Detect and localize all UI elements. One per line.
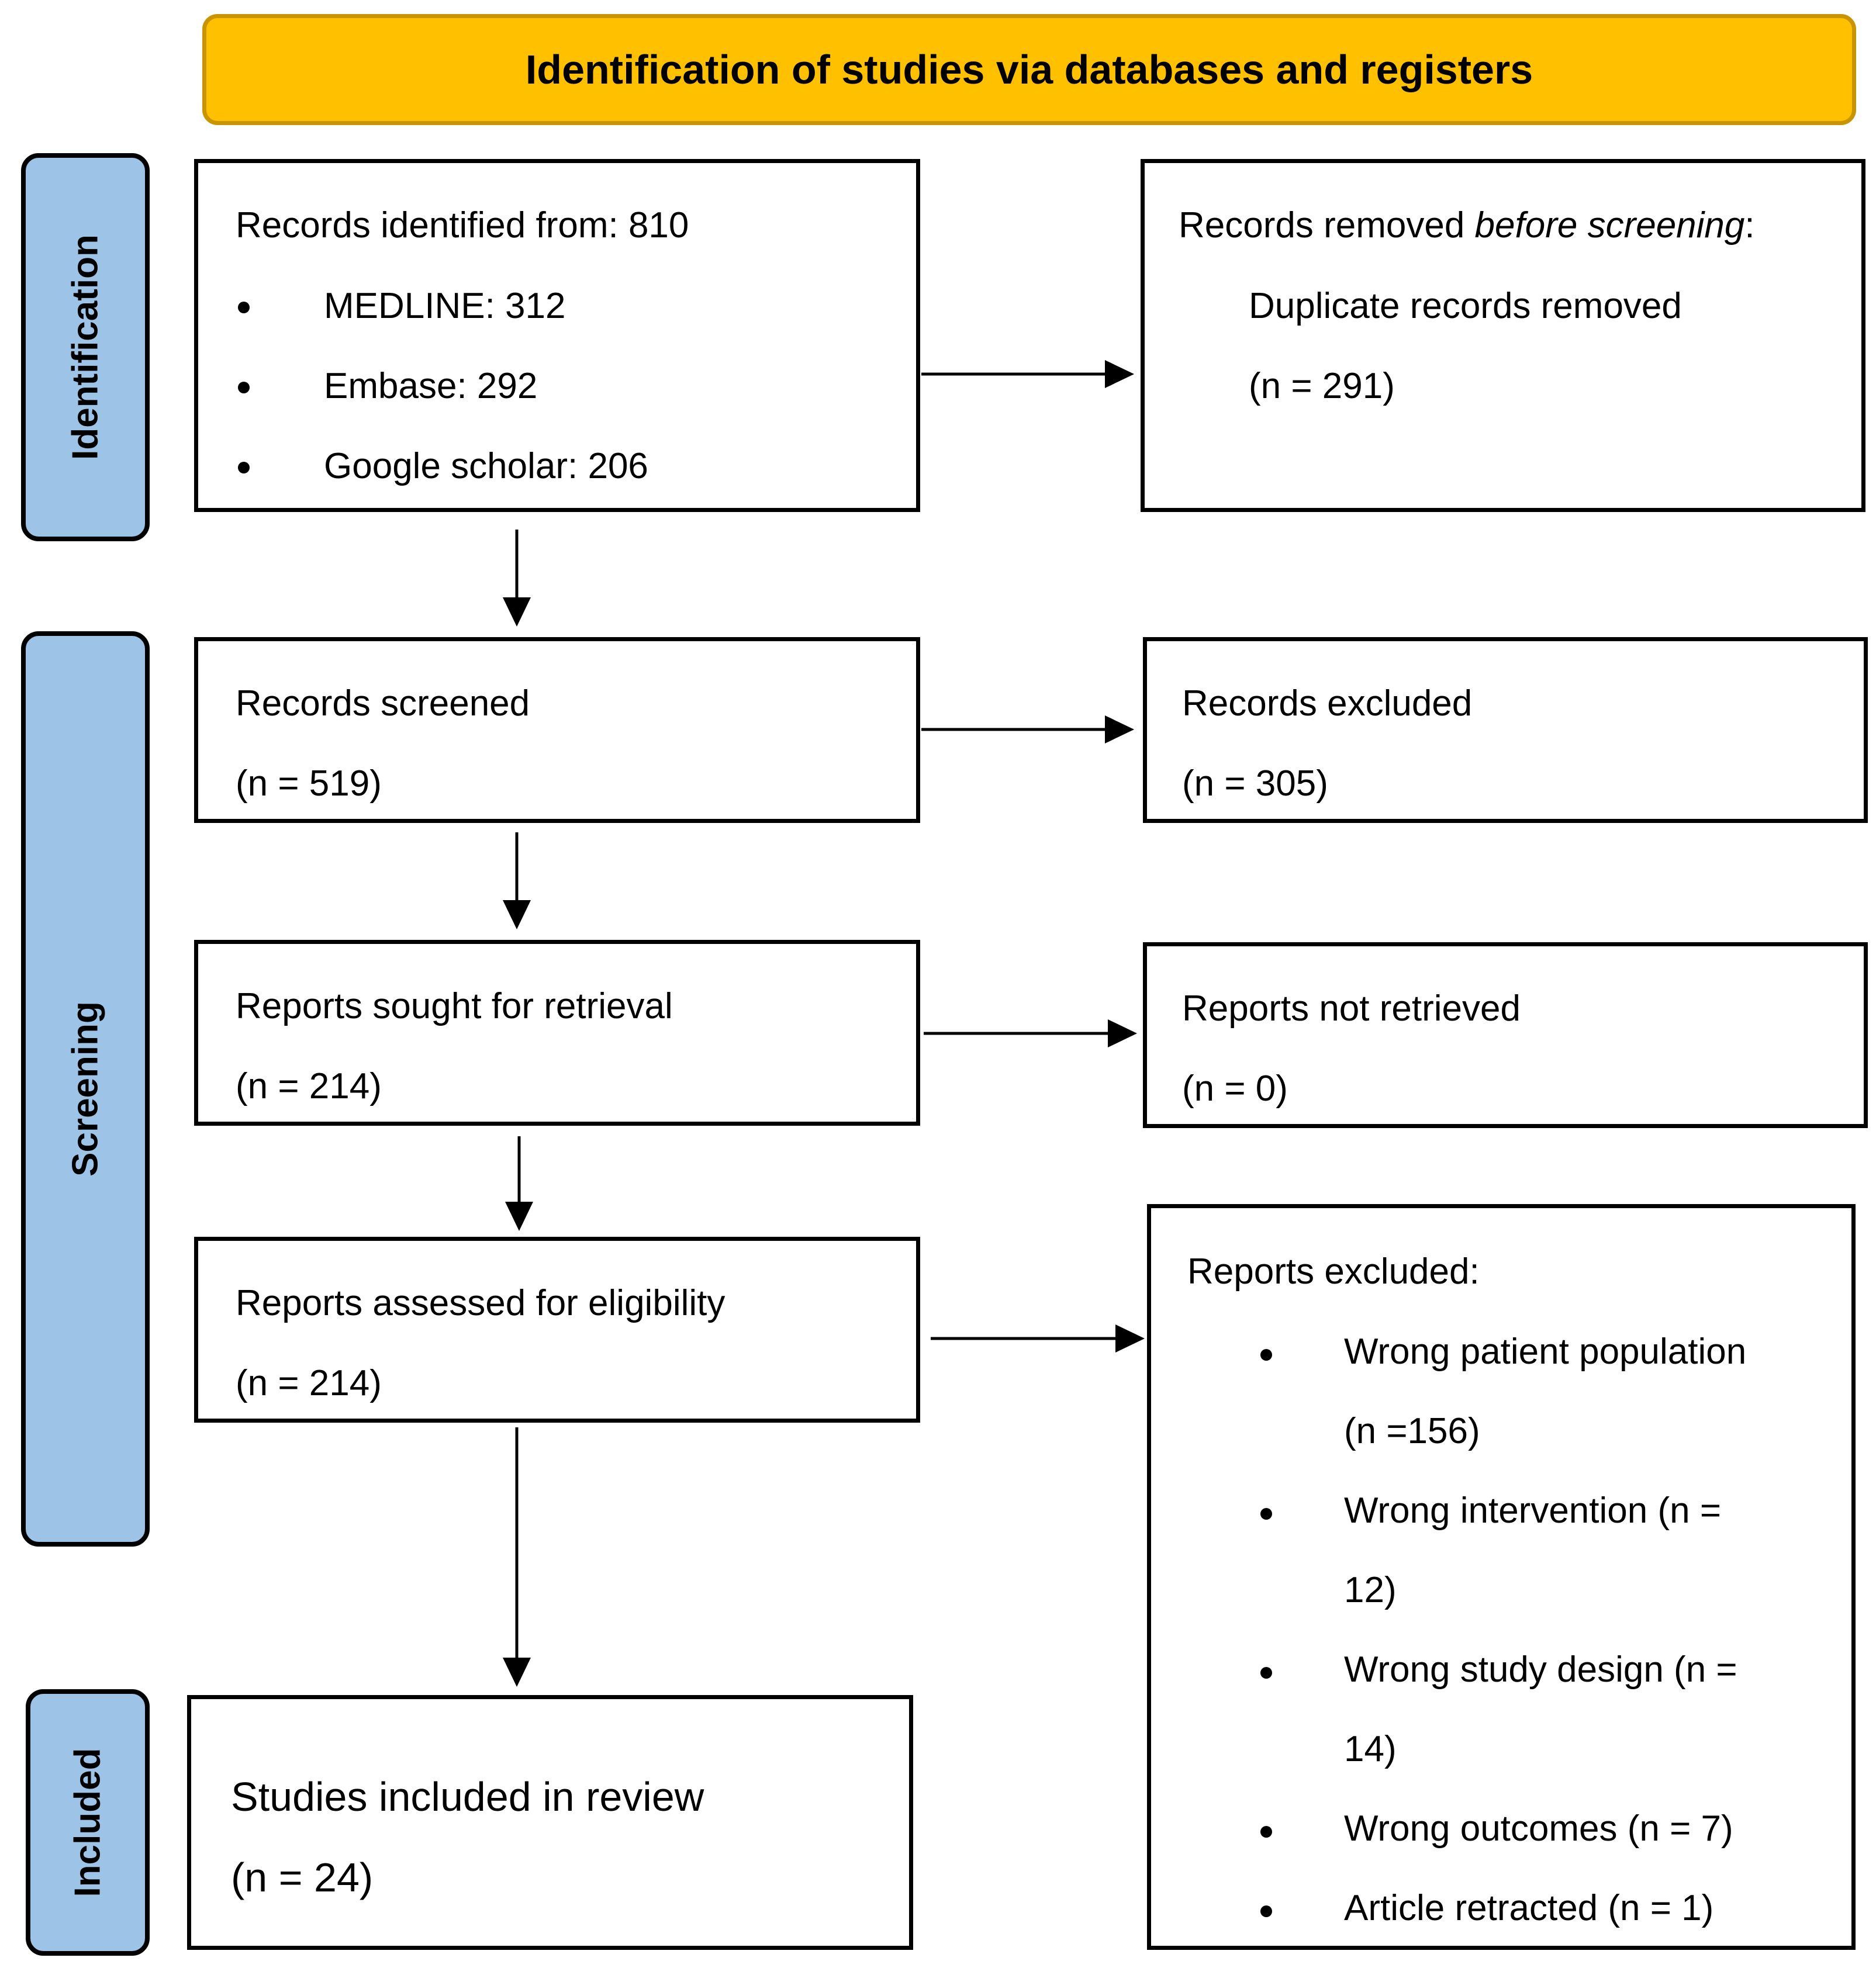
records-identified-box: Records identified from: 810 MEDLINE: 31…	[194, 159, 920, 512]
records-removed-title-suffix: :	[1744, 205, 1755, 245]
records-excluded-title: Records excluded	[1182, 683, 1473, 724]
records-screened-box: Records screened (n = 519)	[194, 637, 920, 823]
source-medline: MEDLINE: 312	[324, 286, 566, 326]
records-excluded-count: (n = 305)	[1182, 763, 1328, 804]
reports-assessed-count: (n = 214)	[236, 1363, 382, 1403]
records-removed-title-emphasis: before screening	[1474, 205, 1745, 245]
exclusion-line: Wrong study design (n =	[1344, 1649, 1737, 1690]
reports-assessed-box: Reports assessed for eligibility (n = 21…	[194, 1237, 920, 1423]
studies-included-box: Studies included in review (n = 24)	[187, 1695, 913, 1950]
exclusion-line: Article retracted (n = 1)	[1344, 1888, 1714, 1928]
exclusion-line: 12)	[1344, 1570, 1397, 1610]
phase-identification: Identification	[21, 153, 150, 541]
studies-included-title: Studies included in review	[231, 1774, 704, 1820]
records-removed-box: Records removed before screening: Duplic…	[1141, 159, 1865, 512]
exclusion-line: 14)	[1344, 1729, 1397, 1769]
records-removed-title: Records removed before screening:	[1179, 207, 1755, 244]
reports-excluded-title: Reports excluded:	[1187, 1251, 1480, 1292]
bullet-icon	[1260, 1667, 1272, 1679]
reports-assessed-title: Reports assessed for eligibility	[236, 1283, 725, 1323]
phase-included: Included	[26, 1689, 150, 1956]
records-removed-title-prefix: Records removed	[1179, 205, 1475, 245]
reports-not-retrieved-title: Reports not retrieved	[1182, 988, 1521, 1029]
reports-not-retrieved-box: Reports not retrieved (n = 0)	[1143, 942, 1868, 1128]
bullet-icon	[238, 302, 250, 313]
exclusion-line: (n =156)	[1344, 1411, 1480, 1451]
exclusion-line: Wrong patient population	[1344, 1331, 1747, 1372]
duplicate-records-count: (n = 291)	[1249, 366, 1395, 406]
header-title: Identification of studies via databases …	[525, 47, 1533, 92]
reports-sought-title: Reports sought for retrieval	[236, 986, 673, 1026]
reports-excluded-box: Reports excluded: Wrong patient populati…	[1147, 1204, 1856, 1950]
arrowhead-icon	[503, 900, 531, 929]
records-identified-title: Records identified from: 810	[236, 205, 689, 245]
exclusion-line: Wrong intervention (n =	[1344, 1490, 1722, 1531]
arrowhead-icon	[1108, 1019, 1137, 1047]
bullet-icon	[1260, 1508, 1272, 1520]
source-google-scholar: Google scholar: 206	[324, 446, 648, 486]
bullet-icon	[1260, 1349, 1272, 1361]
arrowhead-icon	[503, 597, 531, 627]
source-embase: Embase: 292	[324, 366, 538, 406]
arrowhead-icon	[1105, 715, 1134, 743]
reports-not-retrieved-count: (n = 0)	[1182, 1068, 1288, 1109]
records-screened-title: Records screened	[236, 683, 530, 724]
header-banner: Identification of studies via databases …	[202, 14, 1856, 125]
reports-sought-box: Reports sought for retrieval (n = 214)	[194, 940, 920, 1126]
arrowhead-icon	[1115, 1324, 1145, 1353]
records-excluded-box: Records excluded (n = 305)	[1143, 637, 1868, 823]
arrowhead-icon	[505, 1202, 533, 1231]
phase-screening: Screening	[21, 631, 150, 1547]
bullet-icon	[1260, 1905, 1272, 1917]
bullet-icon	[238, 462, 250, 473]
exclusion-line: Wrong outcomes (n = 7)	[1344, 1808, 1733, 1849]
arrowhead-icon	[1105, 360, 1134, 388]
bullet-icon	[238, 382, 250, 393]
records-screened-count: (n = 519)	[236, 763, 382, 804]
reports-sought-count: (n = 214)	[236, 1066, 382, 1106]
studies-included-count: (n = 24)	[231, 1855, 374, 1900]
duplicate-records-label: Duplicate records removed	[1249, 286, 1682, 326]
bullet-icon	[1260, 1826, 1272, 1838]
arrowhead-icon	[503, 1658, 531, 1687]
